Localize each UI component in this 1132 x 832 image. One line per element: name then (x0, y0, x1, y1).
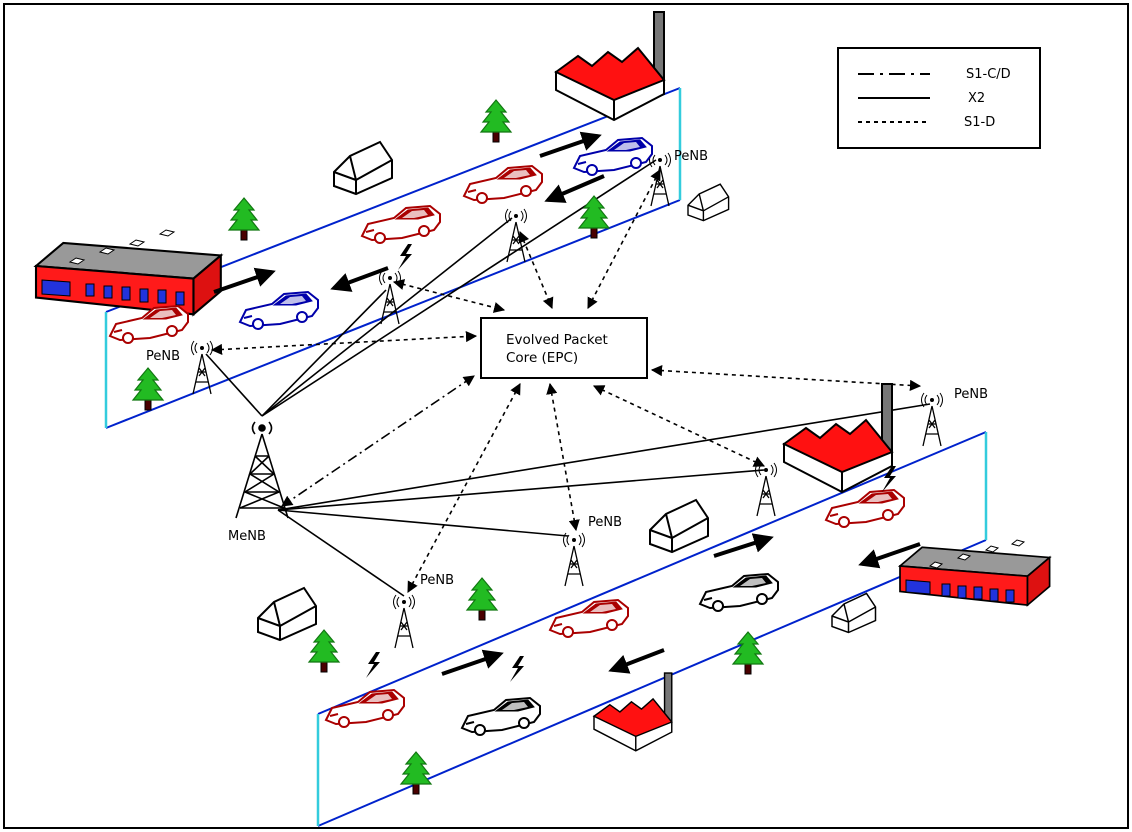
s1-d-links (210, 169, 922, 593)
pico-tower (920, 392, 944, 447)
pico-tower (504, 208, 528, 263)
house-icon (649, 499, 709, 553)
penb-label: PeNB (954, 387, 988, 402)
house-icon (687, 183, 730, 222)
pico-tower (754, 462, 778, 517)
car-icon (239, 291, 319, 330)
penb-label: PeNB (588, 515, 622, 530)
epc-label-line2: Core (EPC) (506, 350, 578, 366)
penb-label: PeNB (420, 573, 454, 588)
house-icon (257, 587, 317, 641)
legend-label-s1d: S1-D (964, 115, 995, 130)
epc-label-line1: Evolved Packet (506, 332, 608, 348)
penb-label: PeNB (674, 149, 708, 164)
car-icon (549, 599, 629, 638)
legend-label-x2: X2 (968, 91, 985, 106)
car-icon (325, 689, 405, 728)
penb-label: PeNB (146, 349, 180, 364)
epc-box: Evolved Packet Core (EPC) (480, 317, 648, 379)
house-icon (333, 141, 393, 195)
factory-icon (593, 672, 673, 752)
tree-icon (578, 195, 610, 239)
building-icon (899, 539, 1051, 606)
legend-label-s1cd: S1-C/D (966, 67, 1011, 82)
car-icon (699, 573, 779, 612)
tree-icon (228, 197, 260, 241)
s1-c-d-links (281, 375, 475, 507)
tree-icon (132, 367, 164, 411)
car-icon (463, 165, 543, 204)
pico-tower (392, 594, 416, 649)
signal-bolt-icon (398, 244, 412, 270)
road-lower (316, 431, 988, 827)
car-icon (461, 697, 541, 736)
motion-arrows (213, 131, 921, 676)
factory-icon (555, 11, 665, 121)
car-icon (361, 205, 441, 244)
signal-bolt-icon (510, 656, 524, 682)
factory-icon (783, 383, 893, 493)
pico-tower (648, 152, 672, 207)
car-icon (109, 305, 189, 344)
outer-frame (3, 3, 1129, 829)
tree-icon (466, 577, 498, 621)
signal-bolt-icon (366, 652, 380, 678)
pico-tower (562, 532, 586, 587)
tree-icon (308, 629, 340, 673)
pico-tower (190, 340, 214, 395)
building-icon (34, 229, 222, 316)
legend: S1-C/D X2 S1-D (837, 47, 1041, 149)
menb-label: MeNB (228, 529, 266, 544)
tree-icon (480, 99, 512, 143)
macro-tower (235, 421, 289, 519)
house-icon (831, 592, 877, 634)
